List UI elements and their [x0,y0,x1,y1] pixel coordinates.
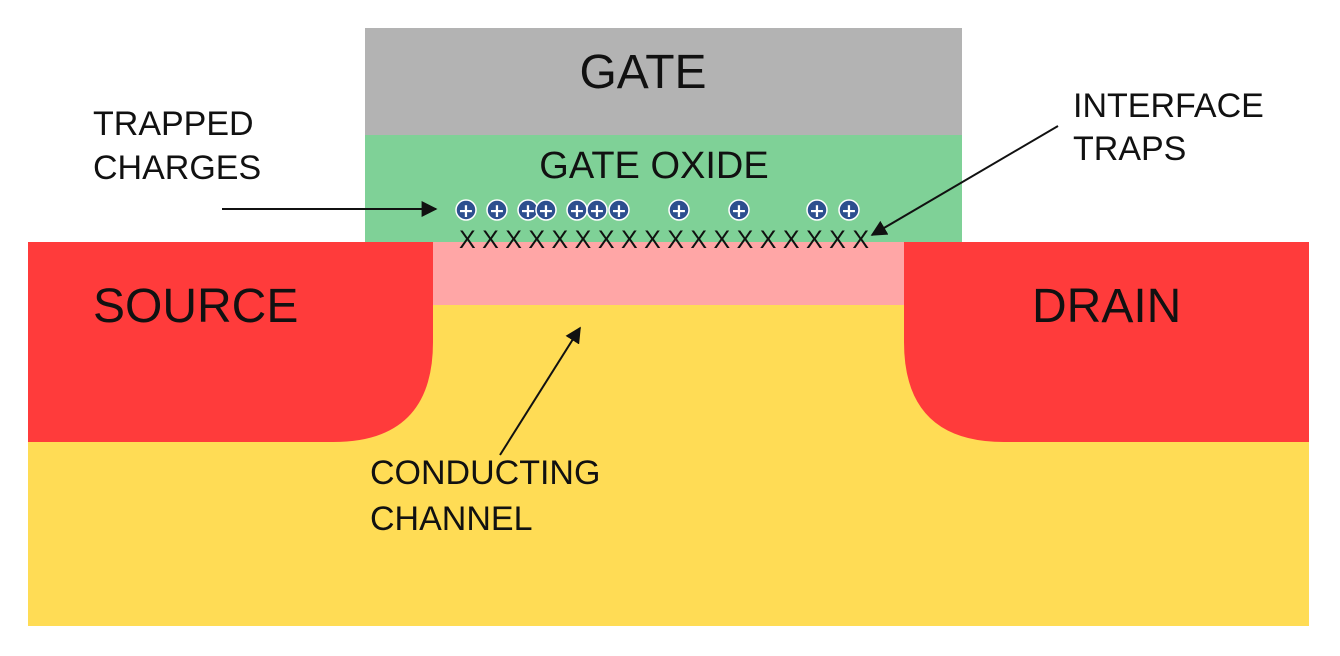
conducting-channel-label-line2: CHANNEL [370,500,532,538]
gate-oxide-layer [365,135,962,242]
trapped-charge-symbol: + [671,200,687,222]
trapped-charges-label-line2: CHARGES [93,149,261,187]
trapped-charge-symbol: + [489,200,505,222]
trapped-charge-symbol: + [458,200,474,222]
trapped-charges-group: +++++++++++ [455,199,860,222]
trapped-charge-symbol: + [841,200,857,222]
conducting-channel-region [433,242,904,305]
interface-traps-label-line2: TRAPS [1073,130,1186,168]
trapped-charge: + [838,199,860,222]
trapped-charge-symbol: + [538,200,554,222]
trapped-charge: + [586,199,608,222]
trapped-charge-symbol: + [589,200,605,222]
gate-oxide-label: GATE OXIDE [539,145,768,187]
trapped-charge: + [668,199,690,222]
trapped-charge: + [566,199,588,222]
source-region [28,242,433,442]
trapped-charge-symbol: + [569,200,585,222]
gate-electrode [365,28,962,135]
trapped-charge-symbol: + [731,200,747,222]
trapped-charge: + [517,199,539,222]
source-label: SOURCE [93,280,298,333]
trapped-charge-symbol: + [809,200,825,222]
gate-label: GATE [579,46,706,99]
trapped-charge: + [728,199,750,222]
trapped-charge-symbol: + [611,200,627,222]
interface-traps-arrow [870,125,1059,236]
trapped-charges-label-line1: TRAPPED [93,105,254,143]
trapped-charge: + [535,199,557,222]
trapped-charge: + [608,199,630,222]
drain-label: DRAIN [1032,280,1181,333]
interface-traps-label-line1: INTERFACE [1073,87,1264,125]
trapped-charge: + [455,199,477,222]
trapped-charge: + [486,199,508,222]
conducting-channel-arrow [499,326,581,456]
conducting-channel-label-line1: CONDUCTING [370,454,600,492]
trapped-charge: + [806,199,828,222]
drain-region [904,242,1309,442]
trapped-charge-symbol: + [520,200,536,222]
